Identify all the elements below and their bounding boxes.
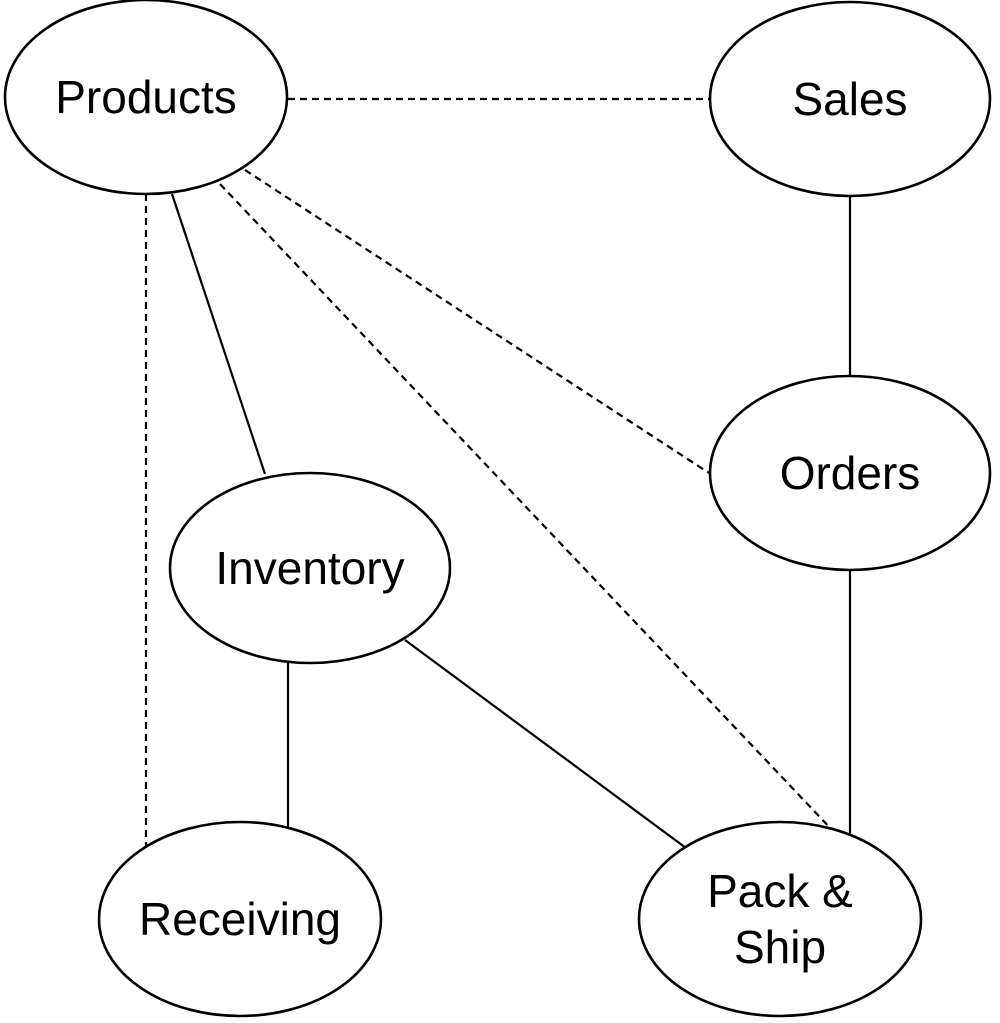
node-inventory: Inventory: [168, 471, 452, 665]
node-pack-ship: Pack &Ship: [637, 820, 923, 1018]
node-receiving-label: Receiving: [139, 893, 341, 945]
node-pack-ship-label-line-1: Pack &: [707, 865, 853, 917]
node-pack-ship-label-line-2: Ship: [734, 921, 826, 973]
node-receiving-ellipse: [97, 820, 383, 1018]
node-sales-label: Sales: [792, 73, 907, 125]
edge-products-to-orders: [244, 169, 710, 474]
node-orders-label: Orders: [780, 447, 921, 499]
node-inventory-label: Inventory: [215, 542, 404, 594]
node-products-label: Products: [55, 71, 237, 123]
edge-inventory-to-pack-ship: [404, 639, 687, 849]
node-products-ellipse: [3, 0, 289, 196]
node-pack-ship-ellipse: [637, 820, 923, 1018]
node-products: Products: [3, 0, 289, 196]
node-sales: Sales: [708, 0, 992, 198]
edge-products-to-inventory: [170, 193, 267, 475]
node-sales-ellipse: [708, 0, 992, 198]
node-inventory-ellipse: [168, 471, 452, 665]
edge-products-to-pack-ship: [219, 183, 835, 833]
node-receiving: Receiving: [97, 820, 383, 1018]
node-orders-ellipse: [708, 374, 992, 572]
edges-layer: [144, 97, 852, 849]
node-orders: Orders: [708, 374, 992, 572]
